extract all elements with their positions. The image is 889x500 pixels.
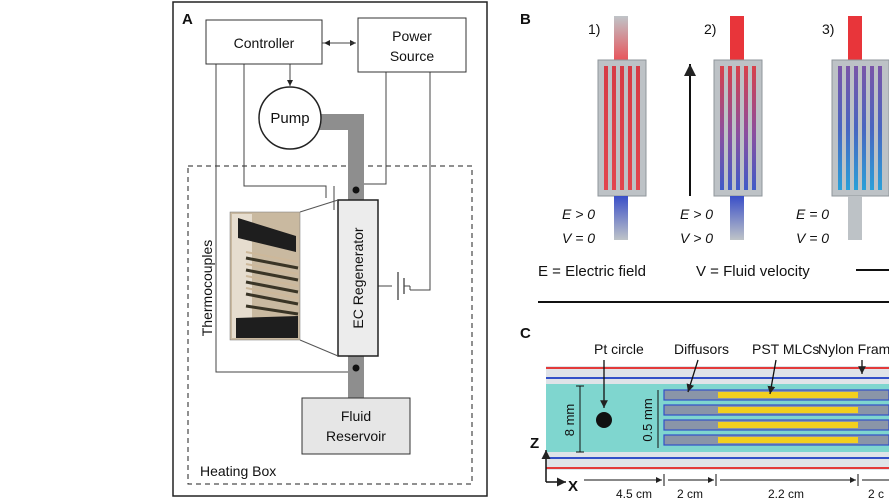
ec-regenerator-label: EC Regenerator (350, 227, 366, 329)
power-source-label-2: Source (390, 48, 435, 64)
stage-2-label: 2) (704, 21, 716, 37)
pt-circle (596, 412, 612, 428)
power-source-box (357, 17, 467, 73)
thermocouple-point-bottom (352, 364, 360, 372)
dim-2cm-a: 2 cm (677, 487, 703, 500)
regenerator-photo (229, 199, 339, 357)
panel-a-frame (172, 1, 488, 497)
stage-1-label: 1) (588, 21, 600, 37)
stage-1: 1) E > 0 V = 0 (562, 16, 647, 246)
pump-label: Pump (270, 110, 309, 127)
stage-2-channels (720, 66, 756, 190)
axis-x-label: X (568, 478, 578, 495)
reservoir-label-2: Reservoir (326, 428, 386, 444)
thermocouple-point-top (352, 186, 360, 194)
heating-box-label: Heating Box (200, 463, 276, 479)
pipe-top (318, 114, 364, 200)
stage-1-e: E > 0 (562, 206, 595, 222)
mlc-stack (663, 388, 889, 450)
stage-2-v: V > 0 (680, 230, 713, 246)
dim-2cm-b: 2 c (868, 487, 884, 500)
pipe-bottom (348, 356, 364, 400)
stage-3-inlet (848, 16, 862, 60)
stage-3-v: V = 0 (796, 230, 829, 246)
heating-box (187, 165, 473, 485)
controller-box (205, 19, 323, 65)
stage-2: 2) E > 0 V > 0 (680, 16, 763, 246)
stage-3-label: 3) (822, 21, 834, 37)
ec-regenerator-box (337, 199, 379, 357)
fluid-reservoir-box (301, 397, 411, 455)
stage-3-e: E = 0 (796, 206, 829, 222)
axes-icon (541, 450, 566, 487)
nylon-frame-label: Nylon Fram (818, 341, 889, 357)
stage-2-e: E > 0 (680, 206, 713, 222)
panel-b: B 1) E > 0 V = 0 2) (520, 11, 889, 303)
stage-1-channels (604, 66, 640, 190)
dim-05mm-label: 0.5 mm (640, 398, 655, 441)
panel-a-letter: A (182, 11, 193, 28)
pt-circle-label: Pt circle (594, 341, 644, 357)
pst-mlcs-label: PST MLCs (752, 341, 819, 357)
legend-electric-field: E = Electric field (538, 263, 646, 280)
battery-icon (397, 272, 405, 300)
stage-1-inlet (614, 16, 628, 60)
stage-2-outlet (730, 196, 744, 240)
panel-c: C Pt circle Diffusors PST MLCs Nylon Fra… (520, 325, 889, 500)
thermocouples-label: Thermocouples (199, 240, 215, 337)
dimension-lines (584, 474, 889, 486)
panel-b-letter: B (520, 11, 531, 28)
stage-3: 3) E = 0 V = 0 (796, 16, 889, 246)
controller-label: Controller (234, 35, 295, 51)
panel-a: A Heating Box Controller Power So (172, 1, 488, 497)
panel-c-letter: C (520, 325, 531, 342)
dim-45cm: 4.5 cm (616, 487, 652, 500)
stage-2-inlet (730, 16, 744, 60)
dim-8mm-label: 8 mm (562, 404, 577, 437)
stage-3-outlet (848, 196, 862, 240)
pump-circle (258, 86, 322, 150)
legend-fluid-velocity: V = Fluid velocity (696, 263, 810, 280)
power-source-label-1: Power (392, 28, 432, 44)
stage-1-v: V = 0 (562, 230, 595, 246)
axis-z-label: Z (530, 435, 539, 452)
diffusors-label: Diffusors (674, 341, 729, 357)
stage-1-outlet (614, 196, 628, 240)
stage-3-channels (838, 66, 882, 190)
dim-22cm: 2.2 cm (768, 487, 804, 500)
reservoir-label-1: Fluid (341, 408, 371, 424)
